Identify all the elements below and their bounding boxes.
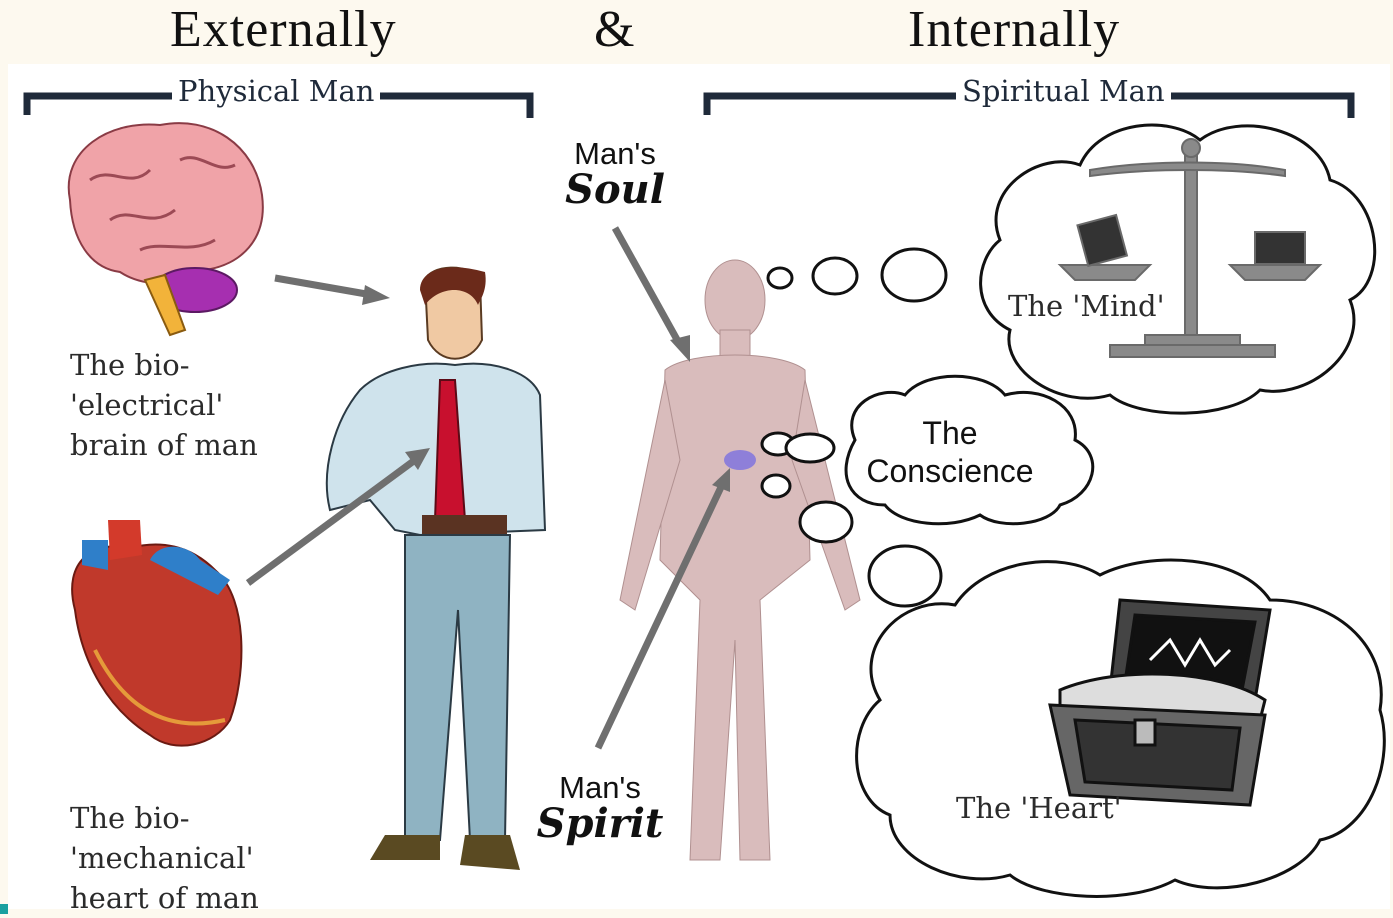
heart-organ-illustration xyxy=(72,520,241,746)
brain-caption: The bio- 'electrical' brain of man xyxy=(70,345,258,465)
spirit-label: Man's Spirit xyxy=(535,770,665,847)
mind-label: The 'Mind' xyxy=(1008,286,1165,326)
brain-caption-line-2: 'electrical' xyxy=(70,385,258,425)
spirit-label-line-2: Spirit xyxy=(535,800,665,847)
soul-label: Man's Soul xyxy=(555,136,675,213)
heart-caption: The bio- 'mechanical' heart of man xyxy=(70,798,259,918)
physical-man-label: Physical Man xyxy=(172,74,380,108)
heart-caption-line-3: heart of man xyxy=(70,878,259,918)
brain-caption-line-1: The bio- xyxy=(70,345,258,385)
corner-accent xyxy=(0,904,8,914)
conscience-label-line-2: Conscience xyxy=(850,452,1050,490)
brain-caption-line-3: brain of man xyxy=(70,425,258,465)
soul-label-line-2: Soul xyxy=(555,166,675,213)
heart-caption-line-1: The bio- xyxy=(70,798,259,838)
heart-label: The 'Heart' xyxy=(956,788,1122,828)
conscience-label: The Conscience xyxy=(850,414,1050,490)
conscience-label-line-1: The xyxy=(850,414,1050,452)
brain-illustration xyxy=(69,123,263,335)
heart-caption-line-2: 'mechanical' xyxy=(70,838,259,878)
spiritual-man-label: Spiritual Man xyxy=(956,74,1171,108)
spirit-glow xyxy=(724,450,756,470)
man-illustration xyxy=(327,267,545,870)
